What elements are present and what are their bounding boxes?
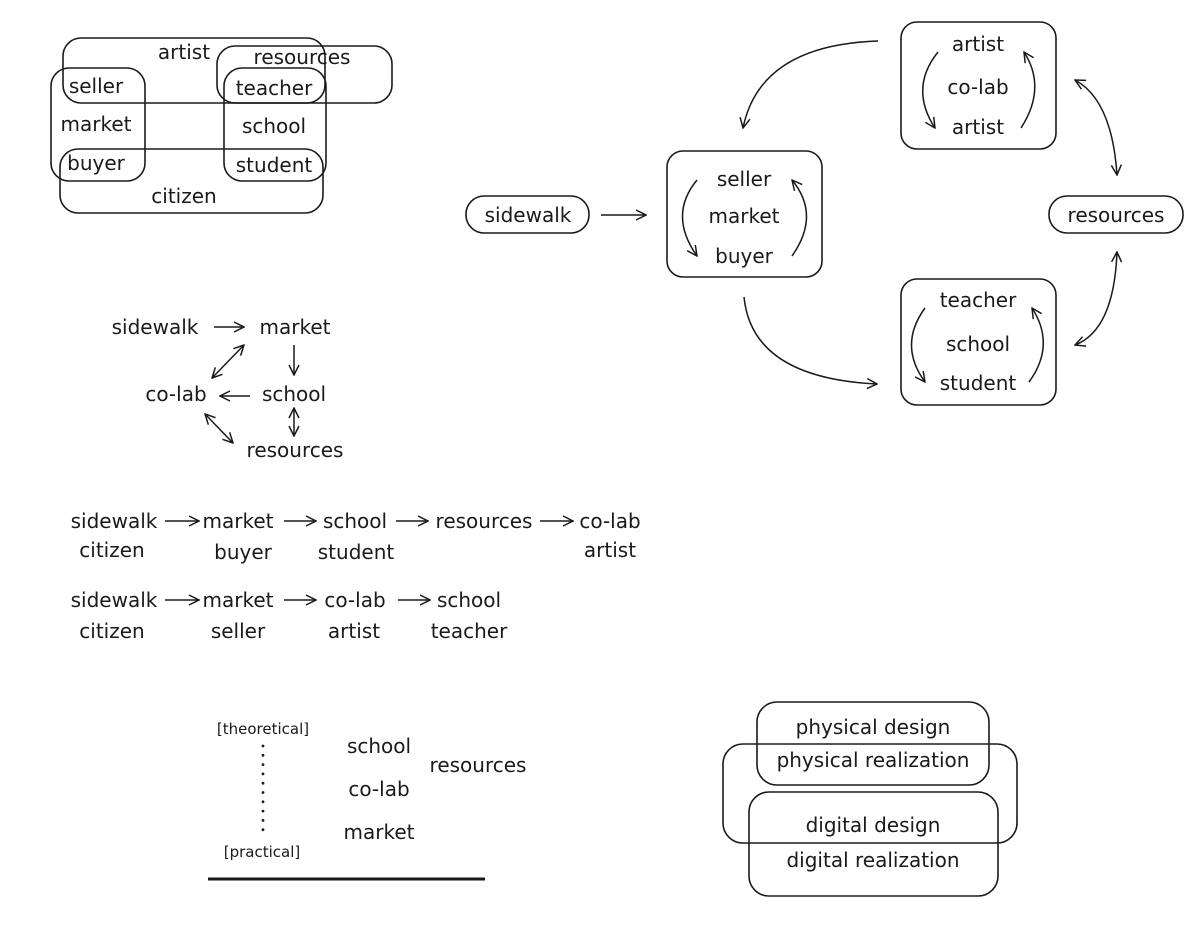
market-label: market (260, 315, 331, 339)
buyer-label: buyer (67, 151, 126, 175)
axis-dot (261, 772, 265, 776)
pathway-place: sidewalk (71, 509, 158, 533)
digital-realization-label: digital realization (786, 848, 959, 872)
colab-cycle-up-arrow (1020, 52, 1036, 129)
school-set (223, 67, 327, 182)
pathway-1: sidewalk citizen market buyer school stu… (71, 509, 641, 564)
resources-label: resources (254, 45, 351, 69)
physical-realization-label: physical realization (777, 748, 970, 772)
resources-label: resources (1068, 203, 1165, 227)
market-to-school-arrow (743, 296, 877, 384)
resources-school-arrow (1075, 252, 1117, 345)
pathway-place: market (203, 588, 274, 612)
pathway-place: resources (436, 509, 533, 533)
colab-resources-arrow (205, 414, 233, 443)
cycle-diagram: sidewalk seller market buyer artist co-l… (465, 21, 1184, 406)
market-label: market (344, 820, 415, 844)
axis-dot (261, 819, 265, 822)
digital-design-label: digital design (806, 813, 941, 837)
teacher-label: teacher (236, 76, 313, 100)
design-venn: physical design physical realization dig… (722, 701, 1018, 897)
colab-label: co-lab (145, 382, 206, 406)
colab-label: co-lab (947, 75, 1008, 99)
pathway-2: sidewalk citizen market seller co-lab ar… (71, 588, 508, 643)
venn-roles: artist resources seller teacher market s… (50, 37, 393, 214)
axis-dot (261, 809, 265, 813)
axis-dot (261, 763, 265, 766)
student-label: student (940, 371, 1017, 395)
axis-dot (261, 791, 265, 794)
pathway-place: school (437, 588, 501, 612)
school-cycle-down-arrow (910, 307, 926, 382)
pathway-place: sidewalk (71, 588, 158, 612)
market-cycle-up-arrow (792, 180, 808, 257)
axis-dot (261, 744, 265, 748)
pathway-place: co-lab (324, 588, 385, 612)
colab-box (900, 21, 1057, 150)
colab-market-arrow (212, 345, 244, 378)
pathway-role: artist (584, 538, 636, 562)
sidewalk-node (465, 195, 590, 234)
pathway-role: citizen (79, 619, 144, 643)
axis-dot (261, 781, 265, 785)
market-label: market (61, 112, 132, 136)
school-box (900, 278, 1057, 406)
practical-label: [practical] (224, 843, 301, 861)
school-label: school (946, 332, 1010, 356)
school-cycle-up-arrow (1028, 308, 1044, 383)
physical-design-label: physical design (796, 715, 951, 739)
axis-dot (261, 828, 265, 832)
axis-dot (261, 753, 265, 757)
school-label: school (242, 114, 306, 138)
pathway-place: school (323, 509, 387, 533)
resources-node (1048, 195, 1184, 234)
artist-bottom-label: artist (952, 115, 1004, 139)
pathway-place: market (203, 509, 274, 533)
artist-set (62, 37, 326, 104)
colab-resources-arrow (1075, 80, 1117, 175)
sidewalk-label: sidewalk (485, 203, 572, 227)
market-box (666, 150, 823, 278)
school-label: school (347, 734, 411, 758)
dotted-axis (261, 744, 265, 832)
colab-cycle-down-arrow (922, 51, 939, 128)
spectrum-diagram: [theoretical] [practical] school co-lab … (208, 720, 527, 881)
axis-dot (261, 800, 265, 804)
student-label: student (236, 153, 313, 177)
pathway-role: teacher (431, 619, 508, 643)
sidewalk-label: sidewalk (112, 315, 199, 339)
school-label: school (262, 382, 326, 406)
artist-label: artist (158, 40, 210, 64)
seller-label: seller (717, 167, 772, 191)
teacher-label: teacher (940, 288, 1017, 312)
theoretical-label: [theoretical] (217, 720, 309, 738)
pathway-role: seller (211, 619, 266, 643)
artist-top-label: artist (952, 32, 1004, 56)
colab-to-market-arrow (743, 40, 879, 128)
design-set (722, 743, 1018, 844)
citizen-set (59, 148, 324, 214)
market-cycle-down-arrow (681, 179, 698, 256)
market-label: market (709, 204, 780, 228)
digital-set (748, 791, 999, 897)
resources-set (216, 45, 393, 104)
colab-label: co-lab (348, 777, 409, 801)
buyer-label: buyer (715, 244, 774, 268)
pathway-place: co-lab (579, 509, 640, 533)
pathway-role: buyer (214, 540, 273, 564)
network-diagram: sidewalk market co-lab school resources (112, 315, 344, 462)
pathway-role: artist (328, 619, 380, 643)
seller-label: seller (69, 74, 124, 98)
resources-label: resources (247, 438, 344, 462)
pathway-role: student (318, 540, 395, 564)
resources-label: resources (430, 753, 527, 777)
pathway-role: citizen (79, 538, 144, 562)
market-set (50, 67, 146, 182)
citizen-label: citizen (151, 184, 216, 208)
